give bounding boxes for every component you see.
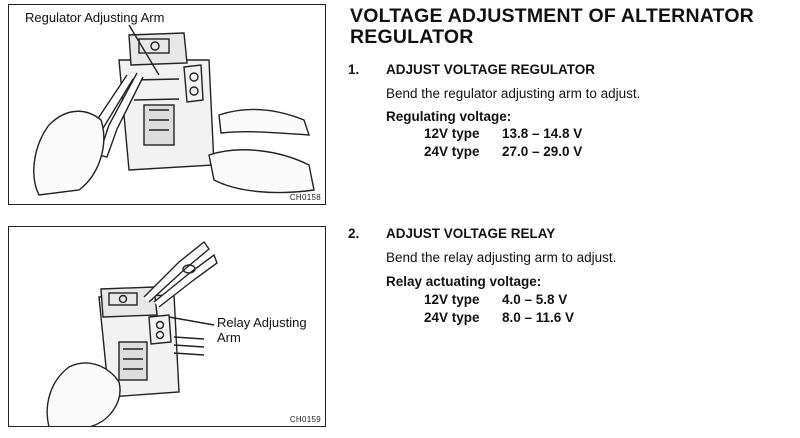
spec-row: 12V type 13.8 – 14.8 V bbox=[424, 126, 582, 141]
figure-relay-adjustment: Relay Adjusting Arm CH0159 bbox=[8, 226, 326, 427]
relay-arm-callout: Relay Adjusting Arm bbox=[217, 315, 307, 345]
regulator-illustration bbox=[33, 24, 315, 196]
figure-code: CH0158 bbox=[289, 193, 321, 202]
step-2-instruction: Bend the relay adjusting arm to adjust. bbox=[386, 250, 617, 265]
spec-type: 12V type bbox=[424, 126, 480, 141]
figure-code: CH0159 bbox=[289, 415, 321, 424]
spec-row: 12V type 4.0 – 5.8 V bbox=[424, 292, 567, 307]
step-1-instruction: Bend the regulator adjusting arm to adju… bbox=[386, 86, 641, 101]
relay-arm-callout-line1: Relay Adjusting bbox=[217, 315, 307, 330]
spec-row: 24V type 8.0 – 11.6 V bbox=[424, 310, 574, 325]
step-number: 1. bbox=[348, 62, 360, 77]
relay-illustration bbox=[46, 240, 218, 426]
step-1-spec-label: Regulating voltage: bbox=[386, 109, 512, 124]
step-2-heading: 2. ADJUST VOLTAGE RELAY bbox=[348, 226, 555, 241]
page-title: VOLTAGE ADJUSTMENT OF ALTERNATOR REGULAT… bbox=[350, 5, 754, 48]
figure-regulator-adjustment: Regulator Adjusting Arm CH0158 bbox=[8, 4, 326, 205]
spec-row: 24V type 27.0 – 29.0 V bbox=[424, 144, 582, 159]
spec-value: 4.0 – 5.8 V bbox=[502, 292, 568, 307]
step-2-spec-label: Relay actuating voltage: bbox=[386, 274, 542, 289]
spec-value: 8.0 – 11.6 V bbox=[502, 310, 575, 325]
spec-type: 24V type bbox=[424, 310, 480, 325]
spec-value: 27.0 – 29.0 V bbox=[502, 144, 583, 159]
step-title: ADJUST VOLTAGE REGULATOR bbox=[386, 62, 596, 77]
spec-value: 13.8 – 14.8 V bbox=[502, 126, 583, 141]
relay-arm-callout-line2: Arm bbox=[217, 330, 241, 345]
step-number: 2. bbox=[348, 226, 360, 241]
regulator-arm-callout: Regulator Adjusting Arm bbox=[25, 10, 165, 25]
step-1-heading: 1. ADJUST VOLTAGE REGULATOR bbox=[348, 62, 595, 77]
spec-type: 12V type bbox=[424, 292, 480, 307]
step-title: ADJUST VOLTAGE RELAY bbox=[386, 226, 556, 241]
spec-type: 24V type bbox=[424, 144, 480, 159]
